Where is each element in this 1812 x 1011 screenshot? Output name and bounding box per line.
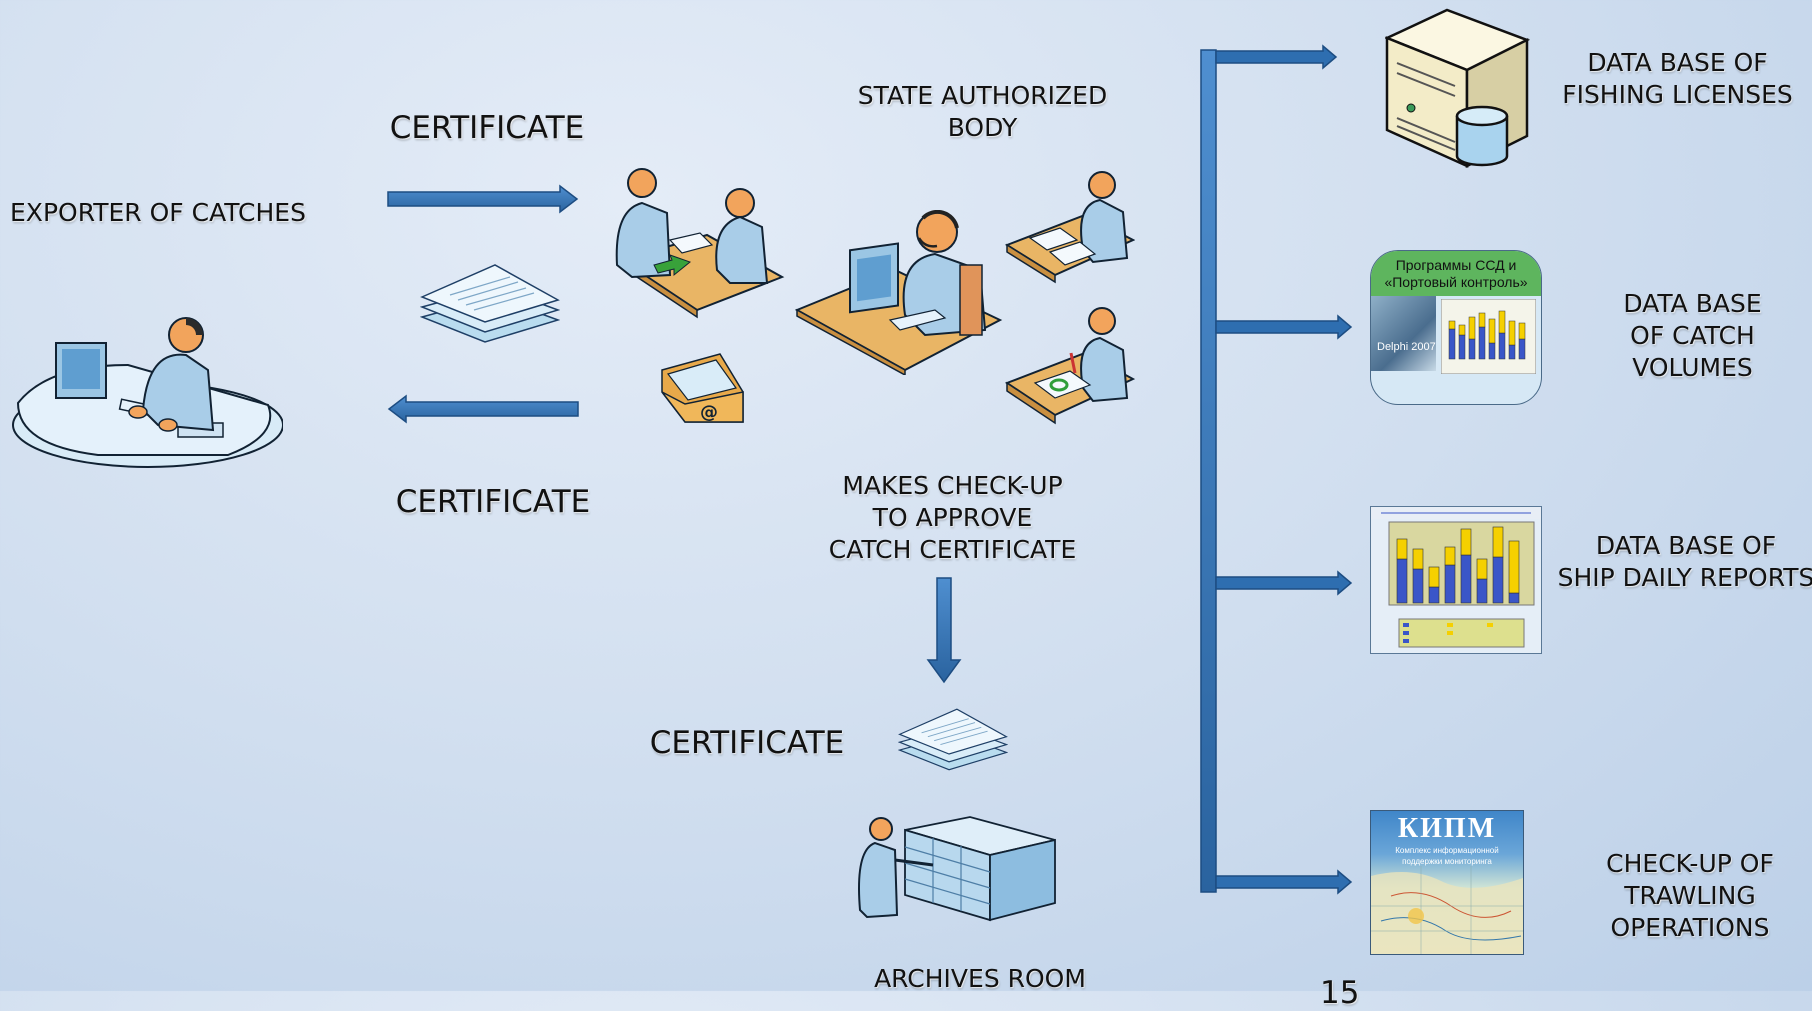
catch-program-splash xyxy=(1371,296,1436,371)
label-db-catch: DATA BASE OF CATCH VOLUMES xyxy=(1623,289,1762,382)
branch-daily-reports xyxy=(1215,570,1353,596)
catch-program-screen: Программы ССД и «Портовый контроль» Delp… xyxy=(1370,250,1542,405)
label-certificate-top: CERTIFICATE xyxy=(389,110,585,146)
label-certificate-bottom: CERTIFICATE xyxy=(395,484,591,520)
label-certificate-archive: CERTIFICATE xyxy=(649,725,845,761)
daily-reports-screen xyxy=(1370,506,1542,654)
label-exporter: EXPORTER OF CATCHES xyxy=(10,198,306,227)
clerk-documents-illustration xyxy=(1005,171,1135,284)
document-stack-icon xyxy=(420,264,560,343)
kipm-title: КИПМ xyxy=(1397,813,1497,844)
svg-text:@: @ xyxy=(700,402,718,423)
label-db-reports: DATA BASE OF SHIP DAILY REPORTS xyxy=(1557,531,1812,592)
catch-program-caption: Delphi 2007 xyxy=(1377,341,1436,353)
label-state-body: STATE AUTHORIZED BODY xyxy=(857,81,1108,142)
database-bus xyxy=(1200,49,1217,893)
label-trawling: CHECK-UP OF TRAWLING OPERATIONS xyxy=(1606,849,1774,942)
clerk-stamp-illustration xyxy=(1005,307,1135,425)
arrow-certificate-to-exporter xyxy=(387,394,579,424)
kipm-map xyxy=(1371,866,1523,954)
kipm-trawling-cover: КИПМ Комплекс информационной поддержки м… xyxy=(1370,810,1524,955)
catch-program-title: Программы ССД и «Портовый контроль» xyxy=(1371,251,1541,296)
daily-reports-mini-chart xyxy=(1371,507,1541,648)
exporter-workstation-illustration xyxy=(12,317,283,468)
branch-catch-volumes xyxy=(1215,314,1353,340)
branch-trawling xyxy=(1215,869,1353,895)
page-number: 15 xyxy=(1320,975,1360,1011)
label-checkup: MAKES CHECK-UP TO APPROVE CATCH CERTIFIC… xyxy=(828,471,1077,564)
branch-licenses xyxy=(1215,44,1338,70)
reception-desk-illustration xyxy=(615,168,785,319)
arrow-checkup-to-archive xyxy=(926,577,962,684)
operator-workstation-illustration xyxy=(795,210,1003,375)
server-database-icon xyxy=(1385,8,1530,168)
document-stack-archive-icon xyxy=(898,708,1008,771)
label-archives: ARCHIVES ROOM xyxy=(874,964,1086,993)
kipm-subtitle: Комплекс информационной поддержки монито… xyxy=(1395,846,1499,866)
email-envelope-icon: @ xyxy=(661,353,744,423)
catch-volumes-mini-chart xyxy=(1441,299,1536,374)
arrow-certificate-to-authority xyxy=(387,184,579,214)
label-db-licenses: DATA BASE OF FISHING LICENSES xyxy=(1562,48,1793,109)
archive-cabinet-illustration xyxy=(858,816,1056,922)
